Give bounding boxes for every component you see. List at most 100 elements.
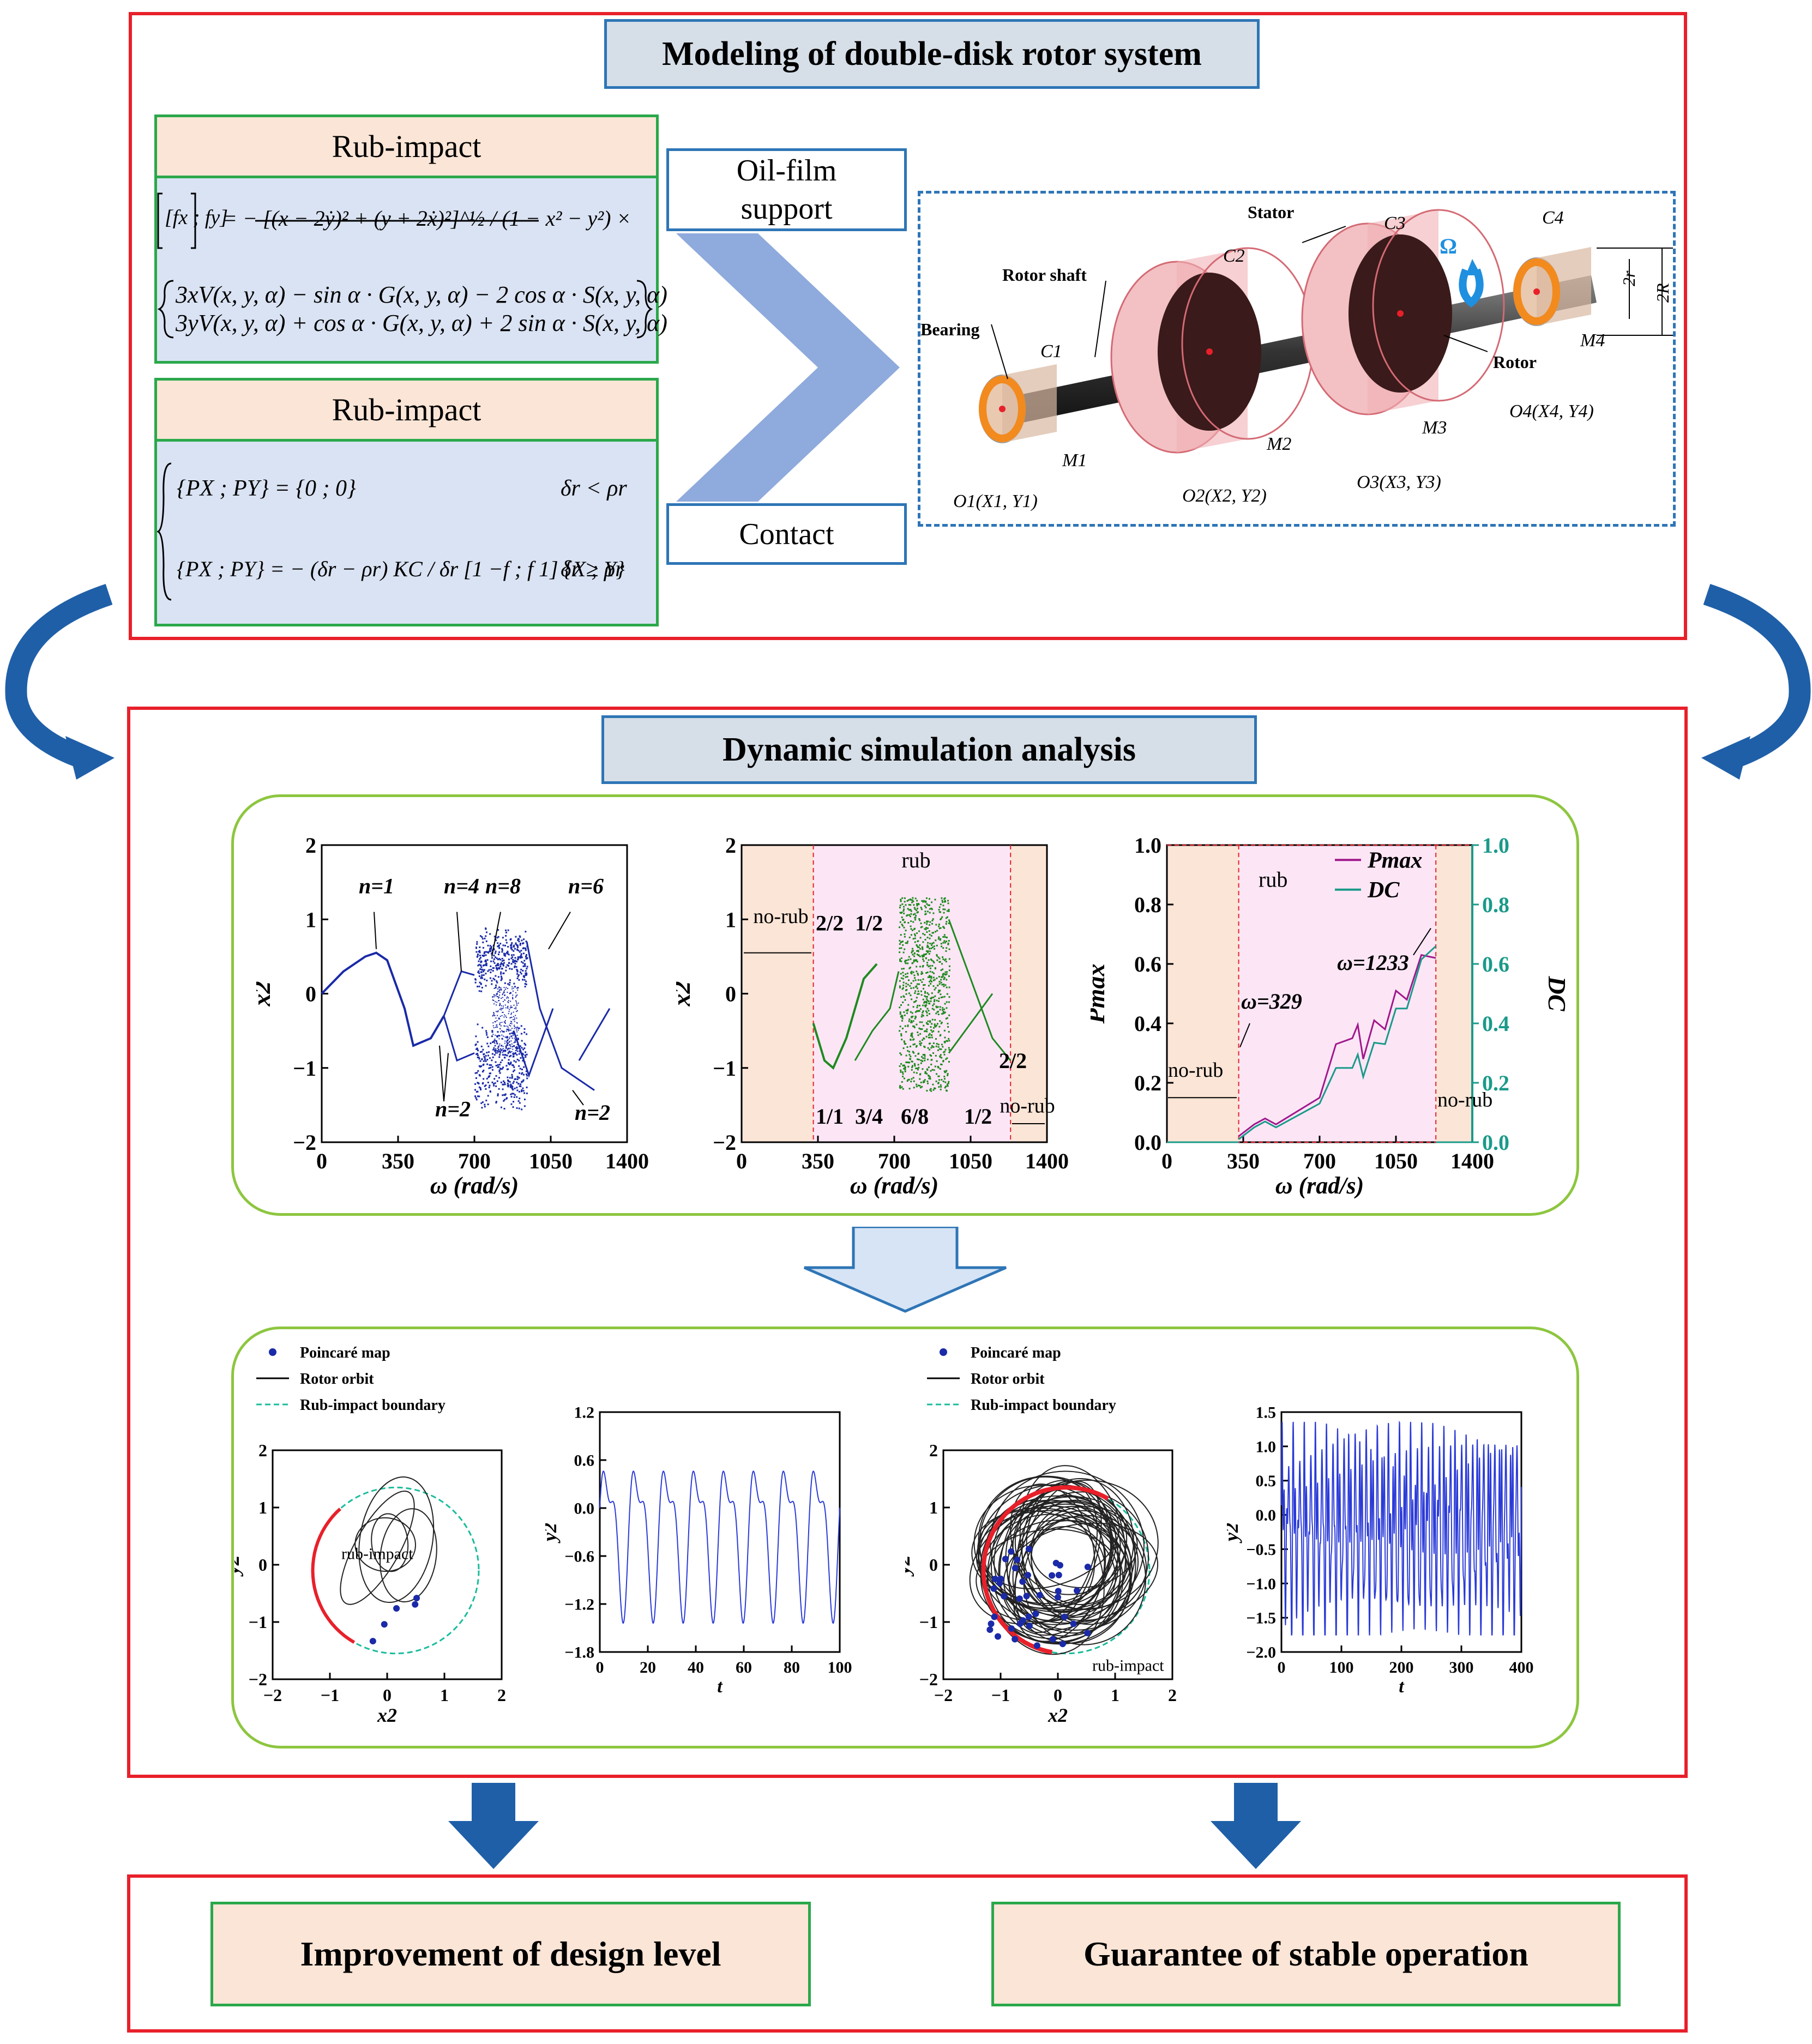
chaos-point bbox=[503, 952, 505, 955]
chaos-point bbox=[905, 985, 907, 987]
y-axis-label: x2 bbox=[256, 981, 275, 1007]
chaos-point bbox=[511, 1021, 513, 1023]
chaos-point bbox=[899, 1052, 901, 1054]
chaos-point bbox=[485, 951, 487, 953]
series-DC bbox=[1238, 945, 1437, 1140]
poincare-point bbox=[1016, 1595, 1023, 1602]
y-tick-label: 2 bbox=[305, 833, 316, 858]
chaos-point bbox=[497, 958, 499, 961]
chaos-point bbox=[916, 900, 918, 902]
label-c3: C3 bbox=[1384, 213, 1406, 233]
chaos-point bbox=[929, 948, 931, 950]
chaos-point bbox=[937, 938, 940, 940]
annotation-label: ω=1233 bbox=[1337, 950, 1409, 975]
chaos-point bbox=[503, 1016, 505, 1018]
chaos-point bbox=[479, 958, 481, 960]
chaos-point bbox=[518, 979, 520, 981]
chaos-point bbox=[517, 956, 519, 958]
chaos-point bbox=[523, 963, 526, 966]
chaos-point bbox=[510, 1029, 511, 1031]
chaos-point bbox=[502, 997, 503, 998]
chaos-point bbox=[481, 969, 484, 971]
chaos-point bbox=[928, 1066, 930, 1069]
chaos-point bbox=[901, 903, 904, 905]
chaos-point bbox=[485, 1099, 487, 1101]
chaos-point bbox=[517, 975, 519, 978]
chaos-point bbox=[500, 989, 502, 991]
chaos-point bbox=[490, 950, 492, 952]
chaos-point bbox=[518, 1107, 520, 1110]
chaos-point bbox=[487, 1104, 489, 1106]
chaos-point bbox=[942, 1012, 944, 1015]
chaos-point bbox=[933, 1069, 935, 1071]
chaos-point bbox=[525, 956, 527, 958]
chaos-point bbox=[913, 961, 915, 963]
chaos-point bbox=[899, 985, 901, 987]
chaos-point bbox=[493, 949, 495, 951]
chaos-point bbox=[516, 1044, 518, 1046]
chaos-point bbox=[940, 979, 942, 981]
chaos-point bbox=[486, 959, 489, 961]
region-label-no-rub-right: no-rub bbox=[1437, 1089, 1492, 1112]
chaos-point bbox=[475, 1099, 478, 1101]
chaos-point bbox=[511, 1074, 513, 1076]
chaos-point bbox=[488, 1075, 490, 1077]
chaos-point bbox=[904, 936, 906, 938]
chaos-point bbox=[918, 1027, 920, 1029]
chaos-point bbox=[490, 965, 492, 967]
chaos-point bbox=[908, 1062, 911, 1064]
chaos-point bbox=[948, 908, 950, 911]
chaos-point bbox=[512, 994, 514, 996]
chaos-point bbox=[510, 1046, 511, 1047]
chaos-point bbox=[916, 983, 918, 985]
chaos-point bbox=[904, 1067, 906, 1069]
x-tick-label: 0 bbox=[596, 1659, 604, 1677]
chaos-point bbox=[907, 1004, 910, 1006]
chaos-point bbox=[493, 955, 495, 957]
chaos-point bbox=[513, 950, 515, 952]
eq-contact-1: {PX ; PY} = {0 ; 0} bbox=[177, 476, 356, 501]
chaos-point bbox=[499, 1031, 501, 1033]
chaos-point bbox=[526, 1092, 528, 1094]
chaos-point bbox=[506, 1026, 508, 1027]
chaos-point bbox=[910, 934, 912, 936]
chaos-point bbox=[931, 971, 934, 973]
chaos-point bbox=[926, 931, 928, 933]
eq-contact-2: {PX ; PY} = − (δr − ρr) KC / δr [1 −f ; … bbox=[177, 557, 625, 581]
chaos-point bbox=[940, 943, 942, 945]
chaos-point bbox=[901, 941, 903, 943]
poincare-point bbox=[1002, 1555, 1009, 1563]
chaos-point bbox=[522, 969, 524, 972]
chaos-point bbox=[914, 1000, 916, 1003]
poincare-point bbox=[1012, 1565, 1019, 1572]
chaos-point bbox=[902, 1065, 904, 1067]
chaos-point bbox=[525, 1073, 527, 1075]
chaos-point bbox=[902, 1073, 904, 1075]
chaos-point bbox=[485, 940, 487, 942]
chaos-point bbox=[943, 985, 945, 987]
chaos-point bbox=[514, 1094, 516, 1096]
chaos-point bbox=[505, 969, 507, 972]
chaos-point bbox=[938, 1048, 941, 1050]
chaos-point bbox=[485, 964, 487, 966]
chaos-point bbox=[947, 1084, 949, 1087]
chaos-point bbox=[920, 971, 923, 973]
chaos-point bbox=[492, 996, 493, 998]
chaos-point bbox=[492, 1030, 493, 1032]
chaos-point bbox=[922, 941, 924, 943]
chaos-point bbox=[478, 960, 480, 962]
chaos-point bbox=[941, 1057, 943, 1059]
chaos-point bbox=[900, 1033, 902, 1035]
chaos-point bbox=[483, 1078, 485, 1080]
chaos-point bbox=[519, 1085, 521, 1087]
chaos-point bbox=[928, 1077, 930, 1080]
chaos-point bbox=[908, 1051, 911, 1053]
chaos-point bbox=[514, 1028, 515, 1029]
chaos-point bbox=[899, 1065, 901, 1067]
y-tick-label: −1.5 bbox=[1246, 1609, 1276, 1627]
chaos-point bbox=[905, 973, 907, 975]
chaos-point bbox=[942, 905, 944, 907]
annotation-label: 2/2 bbox=[999, 1048, 1027, 1073]
chaos-point bbox=[901, 1039, 903, 1041]
chaos-point bbox=[521, 961, 523, 963]
